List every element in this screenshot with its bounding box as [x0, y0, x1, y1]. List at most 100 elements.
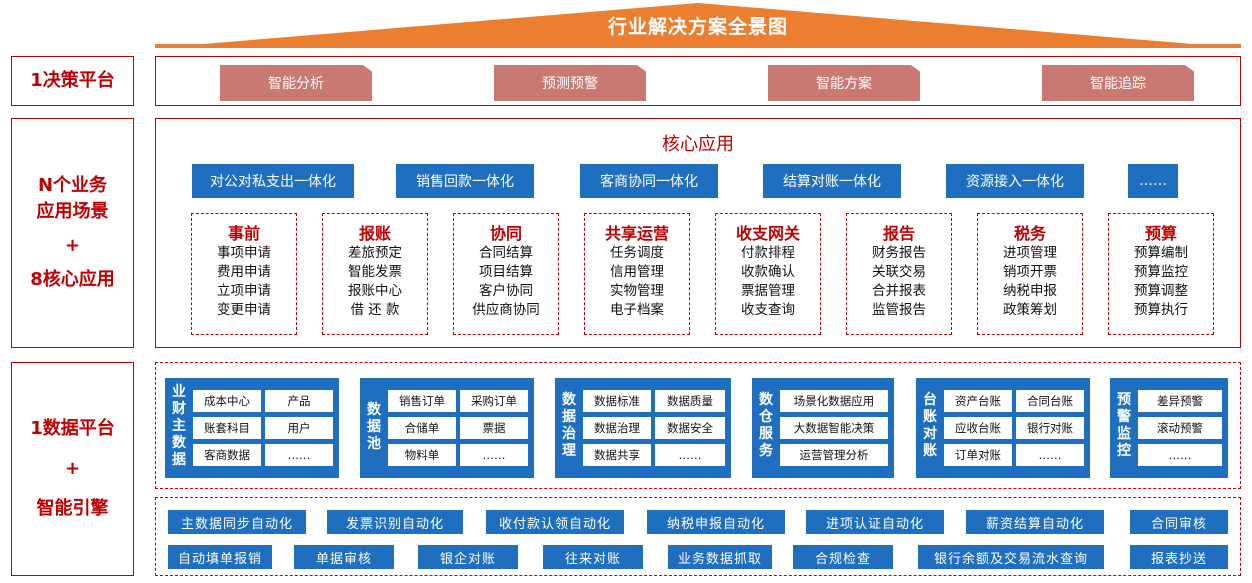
module-item: 智能发票: [348, 264, 402, 280]
core-module-pre: 事前 事项申请 费用申请 立项申请 变更申请: [191, 213, 297, 335]
module-item: 费用申请: [217, 264, 271, 280]
module-item: 任务调度: [610, 245, 664, 261]
data-cell: ……: [265, 444, 333, 466]
module-item: 项目结算: [479, 264, 533, 280]
module-item: 供应商协同: [472, 302, 540, 318]
module-item: 预算监控: [1134, 264, 1188, 280]
module-item: 预算调整: [1134, 283, 1188, 299]
engine-tag: 进项认证自动化: [806, 510, 944, 534]
data-cell: 运营管理分析: [780, 444, 888, 466]
data-cell: 场景化数据应用: [780, 390, 888, 412]
data-box-master-data: 业财主数据 成本中心 产品 账套科目 用户 客商数据 ……: [165, 378, 339, 478]
module-item: 借 还 款: [350, 302, 400, 318]
data-cell: 合储单: [388, 417, 456, 439]
data-cell: 大数据智能决策: [780, 417, 888, 439]
label-plus-2: +: [64, 458, 81, 479]
decision-tag-smart-plan: 智能方案: [768, 65, 920, 101]
data-box-ledger-reconcile: 台账对账 资产台账 合同台账 应收台账 银行对账 订单对账 ……: [916, 378, 1090, 478]
engine-tag: 合规检查: [793, 545, 893, 569]
data-cell: 数据安全: [655, 417, 725, 439]
data-box-data-pool: 数据池 销售订单 采购订单 合储单 票据 物料单 ……: [360, 378, 534, 478]
data-cell: 账套科目: [193, 417, 261, 439]
core-module-reimburse: 报账 差旅预定 智能发票 报账中心 借 还 款: [322, 213, 428, 335]
data-box-label: 预警监控: [1117, 392, 1131, 459]
engine-tag: 薪资结算自动化: [966, 510, 1104, 534]
engine-tag: 主数据同步自动化: [168, 510, 306, 534]
core-module-gateway: 收支网关 付款排程 收款确认 票据管理 收支查询: [715, 213, 821, 335]
data-cell: 客商数据: [193, 444, 261, 466]
module-item: 收款确认: [741, 264, 795, 280]
data-cell: 数据标准: [583, 390, 651, 412]
module-item: 变更申请: [217, 302, 271, 318]
data-cell: ……: [460, 444, 528, 466]
core-module-collab: 协同 合同结算 项目结算 客户协同 供应商协同: [453, 213, 559, 335]
core-module-tax: 税务 进项管理 销项开票 纳税申报 政策筹划: [977, 213, 1083, 335]
module-item: 财务报告: [872, 245, 926, 261]
core-integration-settlement: 结算对账一体化: [763, 164, 901, 198]
module-item: 合并报表: [872, 283, 926, 299]
data-cell: 用户: [265, 417, 333, 439]
engine-tag: 报表抄送: [1130, 545, 1228, 569]
module-title: 协同: [489, 224, 522, 243]
module-title: 税务: [1013, 224, 1046, 243]
label-engine: 智能引擎: [36, 498, 109, 519]
data-box-label: 数据池: [367, 402, 381, 452]
data-box-label: 台账对账: [923, 392, 937, 459]
core-module-budget: 预算 预算编制 预算监控 预算调整 预算执行: [1108, 213, 1214, 335]
page-title: 行业解决方案全景图: [607, 16, 788, 38]
module-item: 事项申请: [217, 245, 271, 261]
engine-tag: 往来对账: [543, 545, 643, 569]
module-item: 纳税申报: [1003, 283, 1057, 299]
data-cell: 订单对账: [944, 444, 1012, 466]
module-item: 付款排程: [741, 245, 795, 261]
label-decision-platform: 1决策平台: [11, 56, 134, 106]
engine-tag: 银行余额及交易流水查询: [918, 545, 1104, 569]
core-module-report: 报告 财务报告 关联交易 合并报表 监管报告: [846, 213, 952, 335]
label-decision-text: 1决策平台: [30, 70, 115, 91]
module-item: 监管报告: [872, 302, 926, 318]
module-item: 票据管理: [741, 283, 795, 299]
core-integration-payment: 对公对私支出一体化: [192, 164, 354, 198]
engine-tag: 合同审核: [1130, 510, 1228, 534]
decision-tag-smart-tracking: 智能追踪: [1042, 65, 1194, 101]
data-cell: 滚动预警: [1138, 417, 1222, 439]
core-integration-sales: 销售回款一体化: [396, 164, 534, 198]
core-integration-merchant: 客商协同一体化: [580, 164, 718, 198]
core-integration-more: ……: [1128, 164, 1178, 198]
module-item: 销项开票: [1003, 264, 1057, 280]
module-item: 关联交易: [872, 264, 926, 280]
module-item: 客户协同: [479, 283, 533, 299]
data-cell: 成本中心: [193, 390, 261, 412]
data-box-label: 业财主数据: [172, 384, 186, 468]
data-cell: ……: [1138, 444, 1222, 466]
label-plus: +: [64, 235, 81, 256]
engine-tag: 发票识别自动化: [327, 510, 463, 534]
module-item: 信用管理: [610, 264, 664, 280]
module-title: 共享运营: [604, 224, 669, 243]
core-application-title: 核心应用: [662, 134, 734, 155]
label-business-line1: N个业务: [37, 175, 108, 196]
data-box-label: 数据治理: [562, 392, 576, 459]
data-box-label: 数仓服务: [759, 392, 773, 459]
data-box-data-governance: 数据治理 数据标准 数据质量 数据治理 数据安全 数据共享 ……: [555, 378, 731, 478]
module-item: 政策筹划: [1003, 302, 1057, 318]
decision-tag-smart-analysis: 智能分析: [220, 65, 372, 101]
data-cell: ……: [655, 444, 725, 466]
data-cell: 银行对账: [1016, 417, 1084, 439]
label-data-engine: 1数据平台 + 智能引擎: [11, 362, 134, 576]
engine-tag: 收付款认领自动化: [486, 510, 624, 534]
module-item: 预算编制: [1134, 245, 1188, 261]
engine-tag: 单据审核: [294, 545, 394, 569]
module-item: 实物管理: [610, 283, 664, 299]
data-cell: 物料单: [388, 444, 456, 466]
title-banner: [155, 3, 1241, 48]
module-item: 合同结算: [479, 245, 533, 261]
module-item: 进项管理: [1003, 245, 1057, 261]
module-item: 预算执行: [1134, 302, 1188, 318]
data-cell: 资产台账: [944, 390, 1012, 412]
label-business-line2: 应用场景: [36, 201, 109, 222]
core-module-shared-ops: 共享运营 任务调度 信用管理 实物管理 电子档案: [584, 213, 690, 335]
module-item: 收支查询: [741, 302, 795, 318]
label-business-core: N个业务 应用场景 + 8核心应用: [11, 118, 134, 348]
engine-tag: 业务数据抓取: [668, 545, 772, 569]
